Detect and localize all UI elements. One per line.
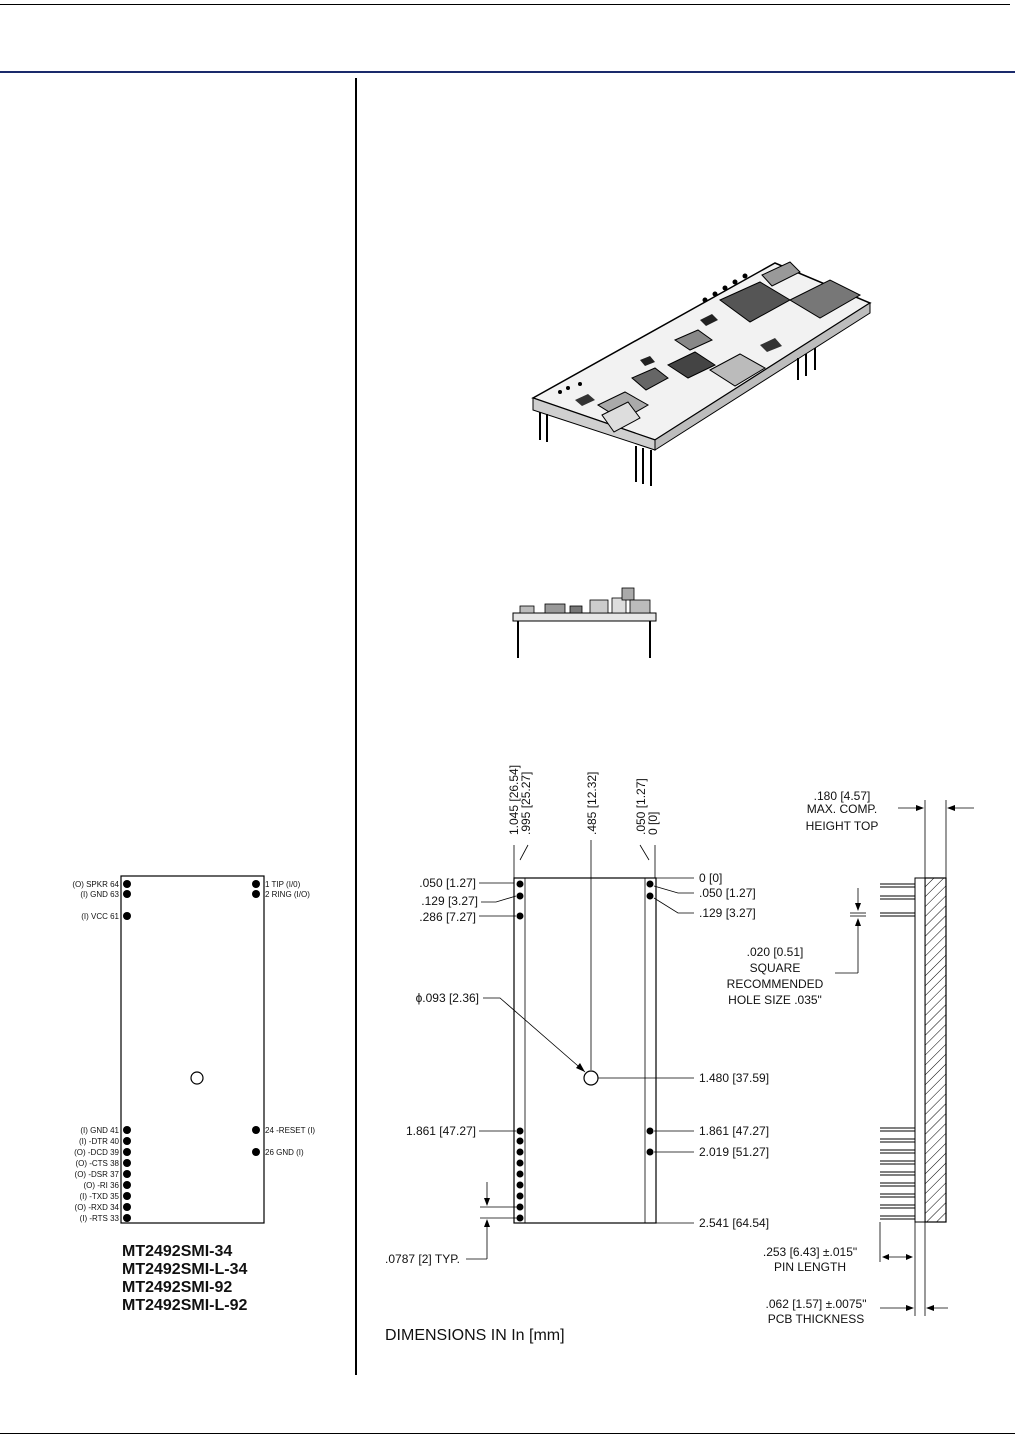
pin-label-dcd: (O) -DCD 39	[74, 1148, 119, 1157]
dim-286-left: .286 [7.27]	[419, 910, 476, 924]
dim-129-left: .129 [3.27]	[421, 894, 478, 908]
pin-label-tip: 1 TIP (I/0)	[265, 880, 301, 889]
top-rule	[0, 4, 1010, 5]
footer-rule	[0, 1433, 1015, 1434]
dim-485: .485 [12.32]	[585, 772, 599, 835]
modem-side-view-illustration	[512, 587, 657, 658]
pin-label-rxd: (O) -RXD 34	[75, 1203, 120, 1212]
leader-lines	[466, 877, 694, 1260]
square-note-line: .020 [0.51]	[747, 945, 804, 959]
dim-2019: 2.019 [51.27]	[699, 1145, 769, 1159]
pin-label-dtr: (I) -DTR 40	[79, 1137, 120, 1146]
pin-length-note: .253 [6.43] ±.015"	[763, 1245, 857, 1259]
pin-label-cts: (O) -CTS 38	[75, 1159, 119, 1168]
model-name: MT2492SMI-L-92	[122, 1297, 247, 1314]
dim-0-top: 0 [0]	[646, 812, 660, 835]
pin-length-note: PIN LENGTH	[774, 1260, 846, 1274]
header-rule	[0, 71, 1015, 73]
dim-pitch: .0787 [2] TYP.	[385, 1252, 460, 1266]
dim-1861-right: 1.861 [47.27]	[699, 1124, 769, 1138]
pin-label-gnd-63: (I) GND 63	[80, 890, 119, 899]
square-note-line: SQUARE	[750, 961, 801, 975]
mounting-hole-icon	[190, 1071, 204, 1085]
pin-label-reset: 24 -RESET (I)	[265, 1126, 315, 1135]
dim-050-top: .050 [1.27]	[634, 778, 648, 835]
pin-label-txd: (I) -TXD 35	[79, 1192, 119, 1201]
modem-isometric-illustration	[531, 261, 872, 486]
mounting-hole-icon	[583, 1070, 599, 1086]
dim-0-right: 0 [0]	[699, 871, 722, 885]
pin-label-dsr: (O) -DSR 37	[75, 1170, 120, 1179]
dim-1045: 1.045 [26.54]	[507, 765, 521, 835]
model-name: MT2492SMI-34	[122, 1243, 232, 1260]
height-note-line: HEIGHT TOP	[806, 819, 879, 833]
pin-label-gnd-41: (I) GND 41	[80, 1126, 119, 1135]
dim-050-right: .050 [1.27]	[699, 886, 756, 900]
pin-label-ri: (O) -RI 36	[83, 1181, 119, 1190]
dim-hole-diameter: ϕ.093 [2.36]	[416, 991, 479, 1005]
units-note: DIMENSIONS IN In [mm]	[385, 1327, 565, 1344]
dim-2541: 2.541 [64.54]	[699, 1216, 769, 1230]
pinout-diagram	[120, 875, 265, 1224]
height-note-line: MAX. COMP.	[807, 802, 877, 816]
pcb-thickness-note: .062 [1.57] ±.0075"	[766, 1297, 867, 1311]
square-note-line: RECOMMENDED	[727, 977, 824, 991]
footprint-outline	[513, 840, 657, 1224]
pin-label-vcc: (I) VCC 61	[81, 912, 119, 921]
dim-1861-left: 1.861 [47.27]	[406, 1124, 476, 1138]
pin-label-spkr: (O) SPKR 64	[72, 880, 119, 889]
column-divider	[355, 78, 357, 1375]
dim-1480: 1.480 [37.59]	[699, 1071, 769, 1085]
pin-label-gnd-26: 26 GND (I)	[265, 1148, 304, 1157]
side-section-drawing	[835, 800, 974, 1316]
pin-label-ring: 2 RING (I/O)	[265, 890, 310, 899]
height-note-line: .180 [4.57]	[814, 789, 871, 803]
footprint-pins	[516, 880, 654, 1222]
square-note-line: HOLE SIZE .035"	[728, 993, 822, 1007]
model-name: MT2492SMI-L-34	[122, 1261, 247, 1278]
dim-995: .995 [25.27]	[519, 772, 533, 835]
model-name: MT2492SMI-92	[122, 1279, 232, 1296]
pcb-thickness-note: PCB THICKNESS	[768, 1312, 864, 1326]
pin-label-rts: (I) -RTS 33	[80, 1214, 120, 1223]
dim-129-right: .129 [3.27]	[699, 906, 756, 920]
dim-050-left: .050 [1.27]	[419, 876, 476, 890]
